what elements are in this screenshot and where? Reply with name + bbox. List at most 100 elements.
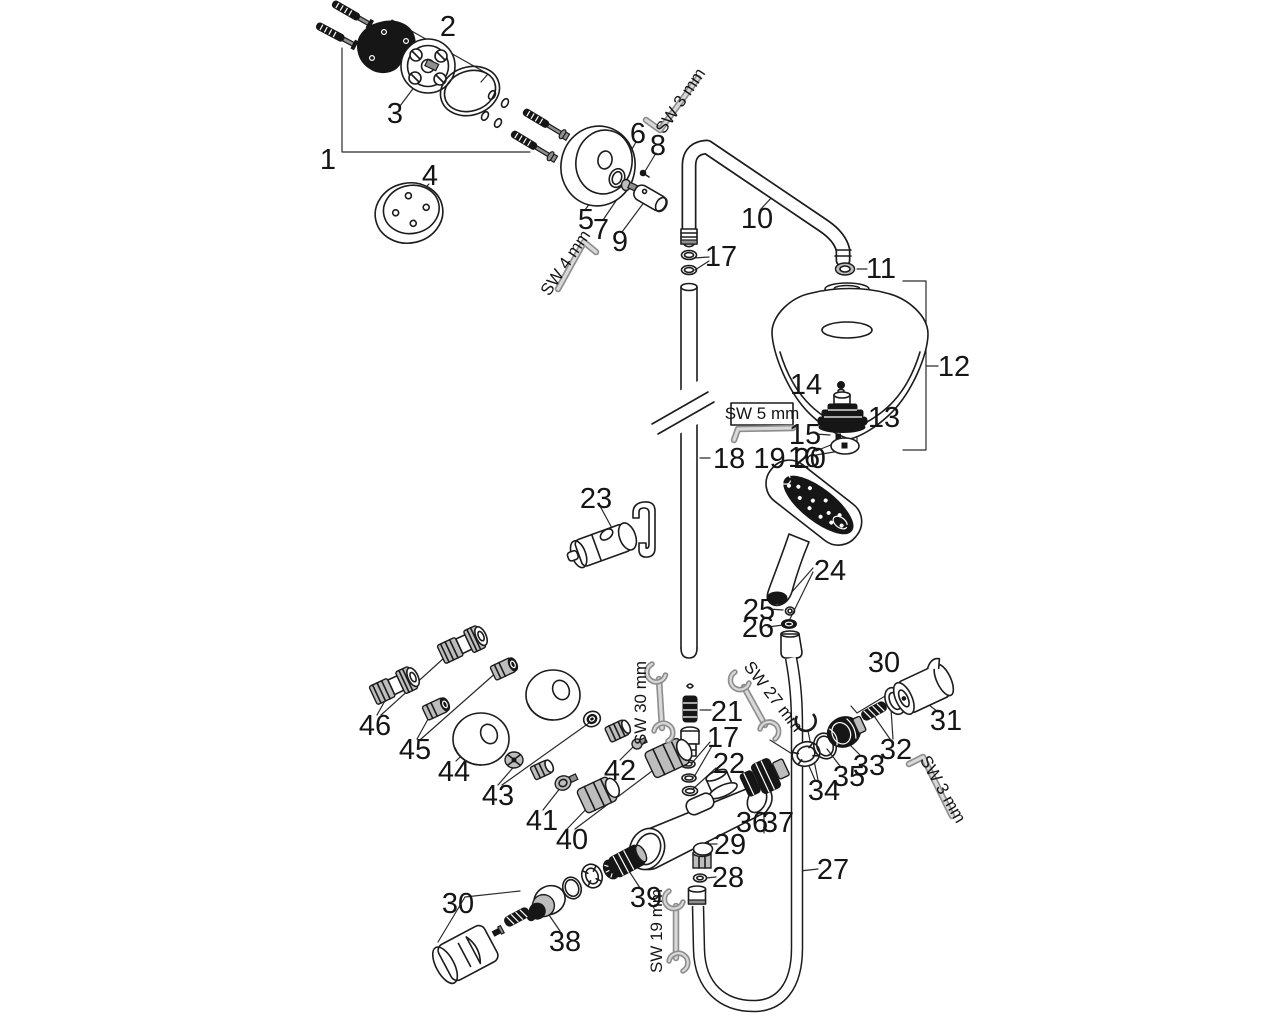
valve-collar [580,863,604,889]
sleeve-9 [633,184,668,213]
tool-label-sw3-top: SW 3 mm [652,65,709,137]
wrench-sw27 [727,669,782,742]
part-label-36: 36 [736,807,768,839]
part-label-23: 23 [580,483,612,515]
part-label-26: 26 [742,612,774,644]
part-label-17-upper: 17 [705,241,737,273]
part-label-25: 25 [743,594,775,626]
part-label-40: 40 [556,824,588,856]
part-label-17-lower: 17 [707,722,739,754]
wall-anchor-screws [315,0,571,164]
part-label-41: 41 [526,805,558,837]
escutcheon-plate [374,182,444,244]
shutoff-handle-30 [431,907,530,985]
adapter-45a [421,697,451,721]
mounting-flange [400,38,456,94]
part-label-18-19-20: 18 19 20 [713,443,826,475]
part-label-13: 13 [868,402,900,434]
cartridge-nut-34 [791,713,821,768]
part-label-10: 10 [741,203,773,235]
flange-o-ring [439,65,501,117]
plug-42 [604,719,648,750]
aerator-41 [554,773,579,791]
part-label-30-right: 30 [868,647,900,679]
part-label-5: 5 [578,204,594,236]
part-label-44: 44 [438,756,470,788]
hex-key-sw3-top [642,74,702,134]
part-label-1: 1 [320,144,336,176]
part-label-33: 33 [853,750,885,782]
temperature-handle-31 [892,657,955,716]
hand-shower-gasket-26 [781,619,797,629]
hex-key-sw3-right [905,753,956,820]
part-label-31: 31 [930,705,962,737]
hand-shower-filter-25 [784,606,796,616]
part-label-3: 3 [387,98,403,130]
part-label-7: 7 [593,214,609,246]
slider-holder [566,501,656,569]
valve-cartridge-39 [602,844,648,880]
shower-arm [680,139,852,268]
wrench-sw30 [644,661,676,744]
s-union-46b [436,625,489,664]
part-label-14: 14 [790,369,822,401]
part-label-35: 35 [833,761,865,793]
arm-nut-11 [834,262,856,276]
part-label-8: 8 [650,130,666,162]
set-screw-8 [639,169,650,178]
hose-washer-28 [692,873,708,883]
part-label-27: 27 [817,854,849,886]
tool-label-sw5: SW 5 mm [725,404,800,423]
part-label-45: 45 [399,734,431,766]
tool-label-sw30: SW 30 mm [631,661,650,745]
part-label-42: 42 [604,755,636,787]
part-label-43: 43 [482,780,514,812]
part-label-15: 15 [789,419,821,451]
tool-label-sw19: SW 19 mm [647,889,666,973]
wrench-sw19 [661,888,691,974]
escutcheon-44b [525,669,581,721]
regulator-disc-16 [830,437,860,455]
tool-label-sw3-right: SW 3 mm [916,752,970,826]
s-union-46a [368,666,421,705]
hex-key-sw5 [730,402,797,444]
part-label-37: 37 [762,807,794,839]
shutoff-cartridge-33 [826,715,867,748]
part-label-46: 46 [359,710,391,742]
part-label-6: 6 [630,118,646,150]
union-nut-40b [644,737,693,779]
part-label-21: 21 [711,696,743,728]
part-label-38: 38 [549,926,581,958]
part-label-39: 39 [630,882,662,914]
part-label-11: 11 [866,253,896,285]
shower-hose [687,630,804,1013]
hand-shower [765,459,863,607]
flow-regulator-13 [817,391,868,433]
escutcheon-44a [452,712,510,766]
tool-label-sw4: SW 4 mm [537,227,594,299]
arm-o-rings-17 [680,249,698,276]
arm-escutcheon [560,125,636,207]
valve-o-ring [561,876,583,900]
adapter-45b [489,657,519,681]
parts-43 [504,710,602,781]
hex-key-sw4 [554,238,600,293]
thermostat-cartridge-36-37 [739,758,790,797]
part-label-32: 32 [880,734,912,766]
union-nut-40a [576,776,621,814]
riser-pipe [642,282,718,659]
leader-lines [341,19,942,943]
part-labels: 1 2 3 4 5 6 7 8 9 10 11 12 13 14 15 16 1… [320,11,970,958]
part-label-2: 2 [440,11,456,43]
part-label-9: 9 [612,226,628,258]
part-label-24: 24 [814,555,846,587]
part-label-12: 12 [938,351,970,383]
retainer-clips [480,89,510,129]
part-label-22: 22 [713,748,745,780]
mounting-plate-gasket [357,20,416,74]
part-label-16: 16 [788,442,820,474]
part-label-28: 28 [712,862,744,894]
part-label-4: 4 [422,160,438,192]
part-label-34: 34 [808,775,840,807]
